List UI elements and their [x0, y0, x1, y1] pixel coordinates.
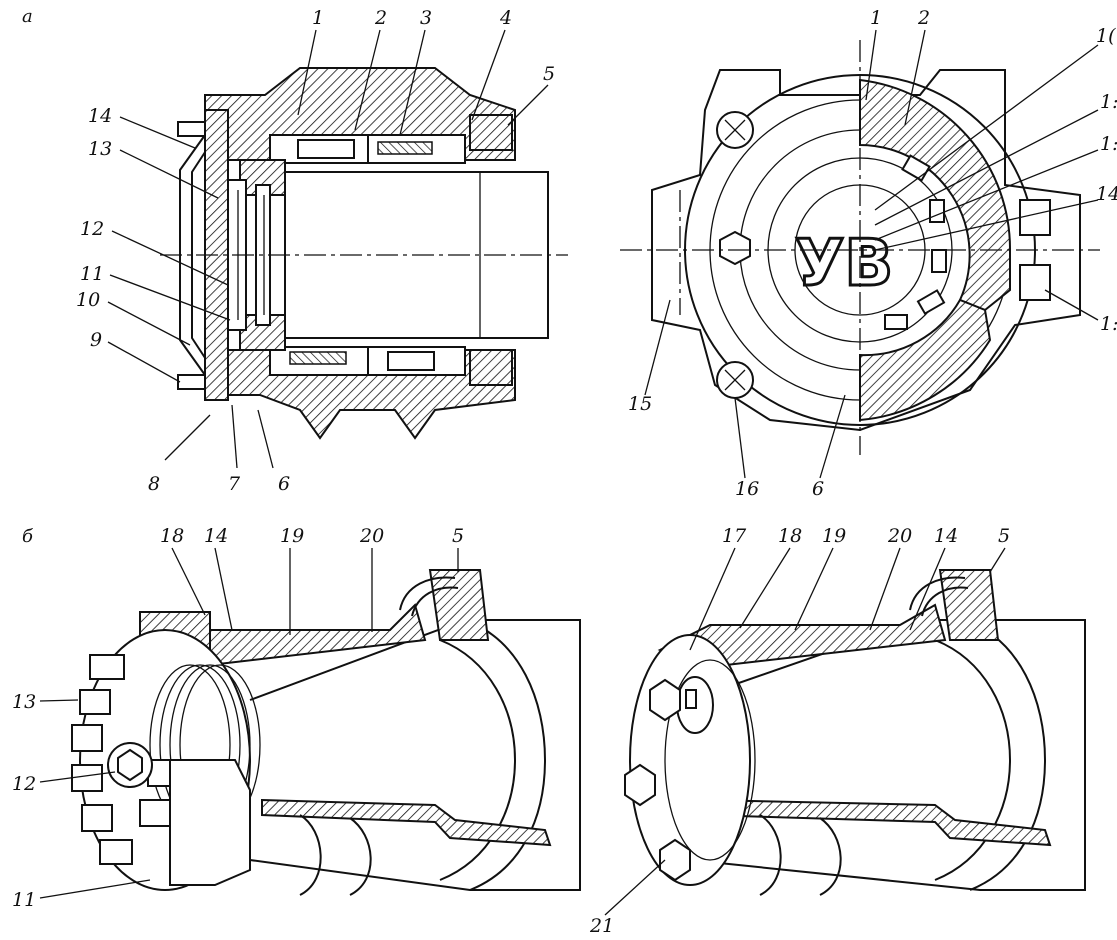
label-c19: 19 — [822, 525, 846, 547]
label-r16: 16 — [735, 478, 759, 500]
label-r1: 1 — [870, 7, 882, 29]
section-label-a: а — [22, 6, 33, 27]
label-10: 10 — [76, 289, 100, 311]
label-6: 6 — [278, 473, 290, 495]
label-c14: 14 — [934, 525, 958, 547]
section-a-left-view — [107, 29, 568, 469]
labels: а б 1 2 3 4 5 14 13 12 11 10 9 8 7 6 1 2… — [12, 6, 1117, 937]
label-7: 7 — [228, 473, 241, 495]
label-b14: 14 — [204, 525, 228, 547]
label-r-right-2: 1: — [1100, 133, 1117, 155]
label-4: 4 — [499, 7, 512, 29]
label-11: 11 — [80, 263, 104, 285]
label-b5: 5 — [452, 525, 464, 547]
label-c5: 5 — [998, 525, 1010, 547]
label-2: 2 — [374, 7, 387, 29]
label-r15: 15 — [628, 393, 652, 415]
label-r-top-right: 1( — [1096, 25, 1116, 47]
label-c18: 18 — [778, 525, 802, 547]
label-12: 12 — [80, 218, 104, 240]
label-r2: 2 — [917, 7, 930, 29]
label-8: 8 — [148, 473, 160, 495]
label-3: 3 — [420, 7, 432, 29]
label-13: 13 — [88, 138, 112, 160]
label-b13: 13 — [12, 691, 36, 713]
label-b20: 20 — [359, 525, 384, 547]
label-b11: 11 — [12, 889, 36, 911]
label-r-right-1: 1: — [1100, 91, 1117, 113]
label-14: 14 — [88, 105, 112, 127]
label-5: 5 — [543, 63, 555, 85]
label-c20: 20 — [887, 525, 912, 547]
label-b12: 12 — [12, 773, 36, 795]
label-9: 9 — [90, 329, 102, 351]
label-r6: 6 — [812, 478, 824, 500]
label-r-right-3: 14 — [1096, 183, 1117, 205]
label-r-right-4: 1: — [1100, 313, 1117, 335]
label-c21: 21 — [589, 915, 614, 936]
label-1: 1 — [312, 7, 324, 29]
section-a-right-view: УВ — [620, 29, 1100, 479]
section-b-right-view — [604, 547, 1086, 916]
label-b19: 19 — [280, 525, 304, 547]
label-b18: 18 — [160, 525, 184, 547]
label-c17: 17 — [722, 525, 747, 547]
section-b-left-view — [39, 547, 581, 899]
section-label-b: б — [22, 526, 34, 547]
